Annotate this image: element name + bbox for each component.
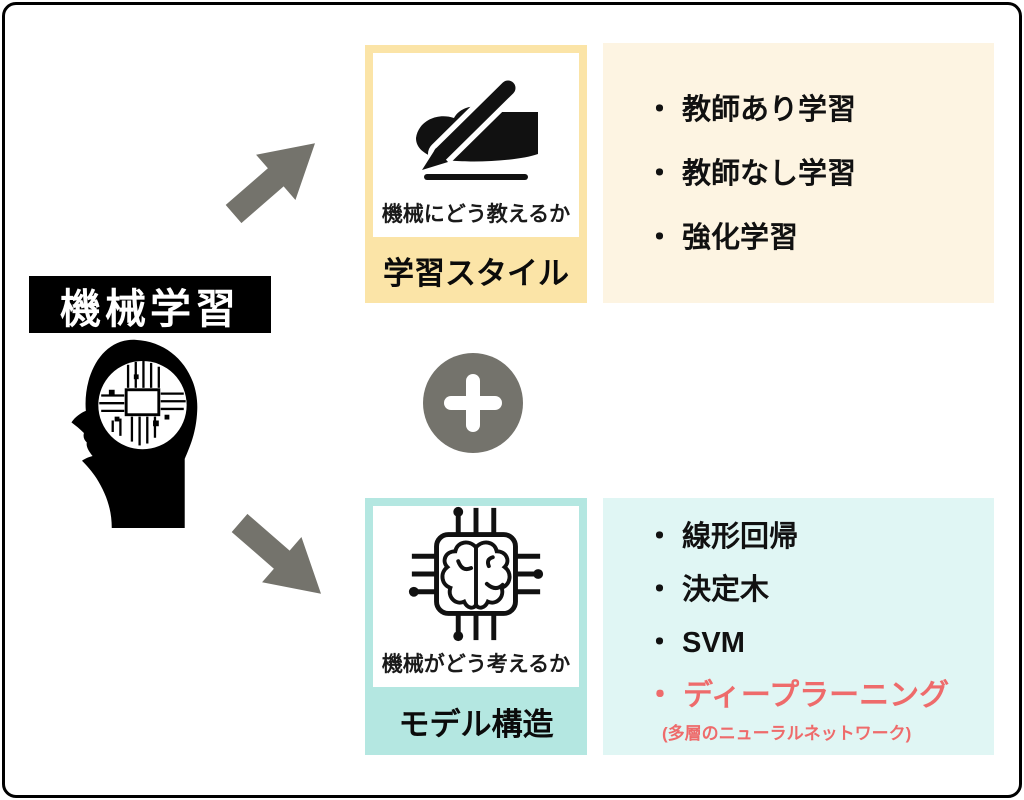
list-item-label: 教師なし学習 bbox=[682, 158, 857, 190]
bullet: ・ bbox=[645, 521, 675, 553]
bullet: ・ bbox=[645, 158, 675, 190]
list-item: ・教師あり学習 bbox=[645, 93, 994, 127]
learning-style-card: 機械にどう教えるか 学習スタイル bbox=[365, 45, 587, 303]
chip-brain-icon bbox=[373, 500, 579, 648]
list-item: ・線形回帰 bbox=[645, 520, 994, 554]
plus-icon bbox=[423, 353, 523, 453]
bullet: ・ bbox=[645, 222, 675, 254]
list-item-label: 決定木 bbox=[682, 574, 770, 606]
learning-style-label: 学習スタイル bbox=[383, 255, 569, 291]
learning-style-caption: 機械にどう教えるか bbox=[381, 203, 571, 226]
bullet: ・ bbox=[645, 574, 675, 606]
list-item: ・SVM bbox=[645, 626, 994, 660]
arrow-up-right-icon bbox=[212, 118, 337, 238]
model-structure-label: モデル構造 bbox=[398, 706, 554, 742]
root-label: 機械学習 bbox=[29, 276, 271, 333]
list-item: ・決定木 bbox=[645, 573, 994, 607]
list-item: ・教師なし学習 bbox=[645, 157, 994, 191]
learning-style-card-inner: 機械にどう教えるか bbox=[373, 53, 579, 237]
list-item-label: SVM bbox=[682, 627, 745, 659]
list-item-label: 教師あり学習 bbox=[682, 94, 857, 126]
head-circuit-icon bbox=[52, 336, 208, 528]
arrow-down-right-icon bbox=[218, 499, 343, 619]
list-item-label: ディープラーニング bbox=[683, 679, 950, 712]
list-item-label: 線形回帰 bbox=[682, 521, 799, 553]
list-item: ・強化学習 bbox=[645, 221, 994, 255]
highlight-note: (多層のニューラルネットワーク) bbox=[662, 724, 912, 743]
bullet: ・ bbox=[645, 679, 675, 712]
list-item-highlight: ・ディープラーニング bbox=[645, 679, 994, 713]
bullet: ・ bbox=[645, 627, 675, 659]
model-structure-list: ・線形回帰 ・決定木 ・SVM ・ディープラーニング (多層のニューラルネットワ… bbox=[603, 498, 994, 755]
model-structure-card-inner: 機械がどう考えるか bbox=[373, 506, 579, 687]
writing-hand-icon bbox=[373, 53, 579, 198]
learning-style-list: ・教師あり学習 ・教師なし学習 ・強化学習 bbox=[603, 43, 994, 303]
bullet: ・ bbox=[645, 94, 675, 126]
model-structure-caption: 機械がどう考えるか bbox=[381, 653, 571, 676]
list-item-label: 強化学習 bbox=[682, 222, 799, 254]
model-structure-card: 機械がどう考えるか モデル構造 bbox=[365, 498, 587, 755]
